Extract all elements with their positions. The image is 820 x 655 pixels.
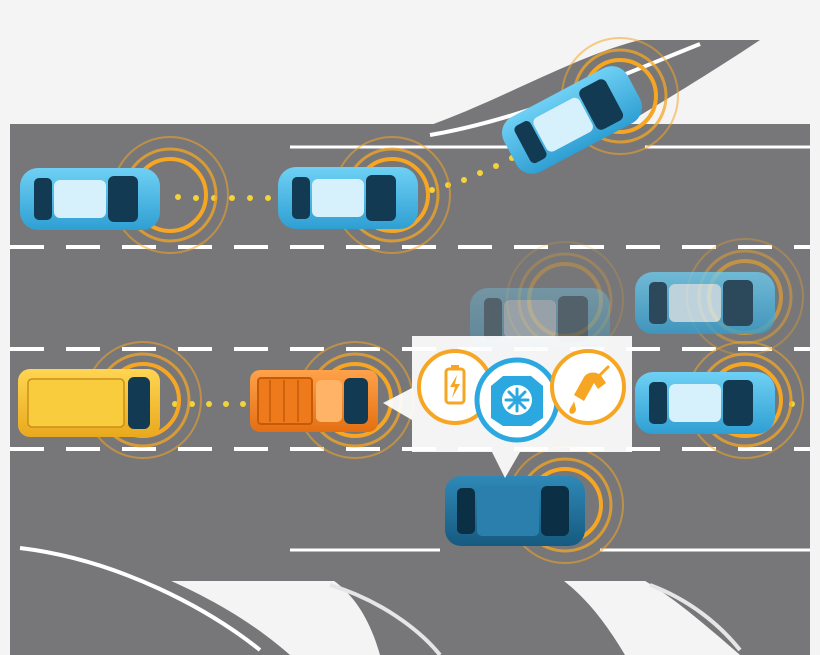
diagnostic-callout bbox=[383, 336, 632, 478]
car-light-blue bbox=[20, 168, 160, 230]
vehicles bbox=[18, 66, 775, 546]
car-dark-blue bbox=[445, 476, 585, 546]
fuel-pump-icon bbox=[550, 349, 626, 425]
truck-orange bbox=[250, 370, 378, 432]
car-light-blue bbox=[635, 272, 775, 334]
van-yellow bbox=[18, 369, 160, 437]
car-light-blue bbox=[635, 372, 775, 434]
car-light-blue bbox=[278, 167, 418, 229]
car-light-blue bbox=[501, 66, 643, 174]
car-ghost bbox=[470, 288, 610, 350]
engine-fan-icon bbox=[474, 357, 560, 443]
battery-charge-icon bbox=[417, 349, 493, 425]
